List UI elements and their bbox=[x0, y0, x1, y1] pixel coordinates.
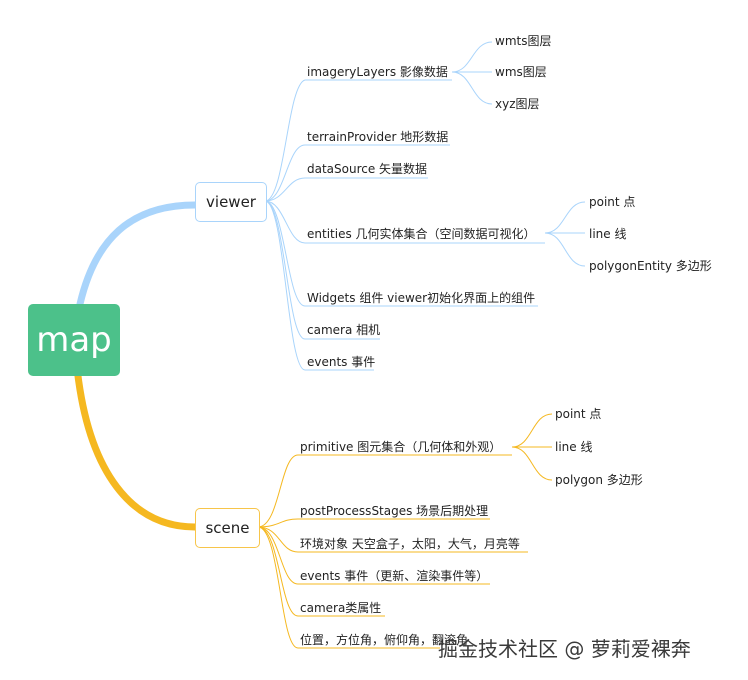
node-primitive-polygon[interactable]: polygon 多边形 bbox=[555, 473, 643, 487]
connector-root-viewer bbox=[76, 201, 199, 308]
node-wmts-layer[interactable]: wmts图层 bbox=[495, 34, 552, 48]
node-entity-line[interactable]: line 线 bbox=[589, 227, 627, 241]
node-environment[interactable]: 环境对象 天空盒子，太阳，大气，月亮等 bbox=[300, 537, 520, 551]
node-primitive-point[interactable]: point 点 bbox=[555, 407, 602, 421]
node-camera-properties[interactable]: camera类属性 bbox=[300, 601, 382, 615]
node-entities[interactable]: entities 几何实体集合（空间数据可视化） bbox=[307, 227, 536, 241]
node-primitive-line[interactable]: line 线 bbox=[555, 440, 593, 454]
node-primitive[interactable]: primitive 图元集合（几何体和外观） bbox=[300, 440, 502, 454]
node-xyz-layer[interactable]: xyz图层 bbox=[495, 97, 540, 111]
node-scene-events[interactable]: events 事件（更新、渲染事件等） bbox=[300, 569, 489, 583]
node-viewer-camera[interactable]: camera 相机 bbox=[307, 323, 381, 337]
watermark-text: 掘金技术社区 @ 萝莉爱裸奔 bbox=[438, 637, 691, 661]
node-viewer-events[interactable]: events 事件 bbox=[307, 355, 376, 369]
root-node-map[interactable]: map bbox=[28, 304, 120, 376]
viewer-children-connectors bbox=[264, 41, 586, 371]
node-terrain-provider[interactable]: terrainProvider 地形数据 bbox=[307, 130, 449, 144]
node-post-process-stages[interactable]: postProcessStages 场景后期处理 bbox=[300, 504, 489, 518]
node-imagery-layers[interactable]: imageryLayers 影像数据 bbox=[307, 65, 448, 79]
node-camera-orientation[interactable]: 位置，方位角，俯仰角，翻滚角 bbox=[300, 633, 469, 647]
node-data-source[interactable]: dataSource 矢量数据 bbox=[307, 162, 428, 176]
node-widgets[interactable]: Widgets 组件 viewer初始化界面上的组件 bbox=[307, 291, 536, 305]
branch-node-scene[interactable]: scene bbox=[195, 508, 260, 548]
node-wms-layer[interactable]: wms图层 bbox=[495, 65, 547, 79]
scene-children-connectors bbox=[257, 413, 553, 649]
branch-node-viewer[interactable]: viewer bbox=[195, 182, 267, 222]
node-entity-point[interactable]: point 点 bbox=[589, 195, 636, 209]
connector-root-scene bbox=[74, 372, 199, 531]
node-entity-polygon[interactable]: polygonEntity 多边形 bbox=[589, 259, 712, 273]
